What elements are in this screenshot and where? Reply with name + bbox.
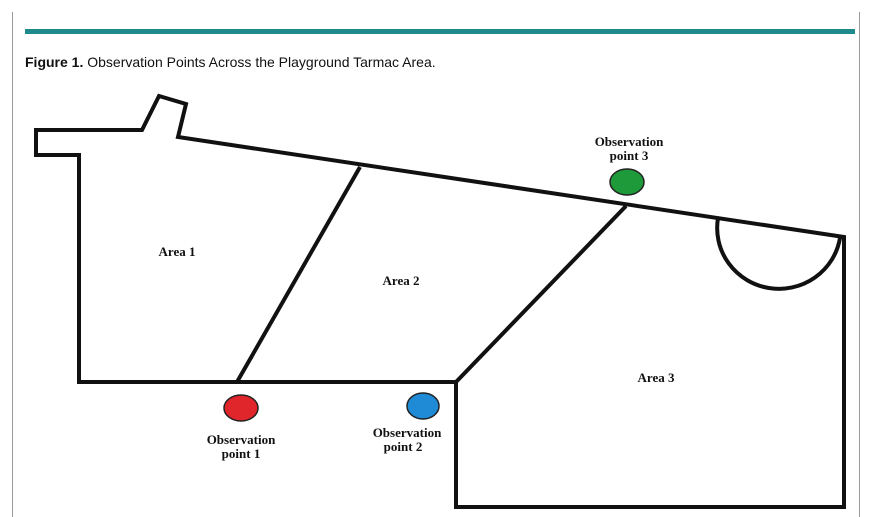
figure-frame	[12, 12, 860, 517]
observation-point-2-label-line2: point 2	[384, 439, 423, 454]
observation-point-3-marker	[609, 168, 645, 196]
figure-caption-text: Observation Points Across the Playground…	[87, 54, 436, 70]
figure-label: Figure 1.	[25, 54, 84, 70]
divider-area2-area3	[454, 204, 628, 384]
observation-point-1-label-line2: point 1	[222, 446, 261, 461]
observation-point-2-marker	[406, 392, 440, 420]
playground-outline	[34, 93, 846, 509]
figure-accent-bar	[25, 29, 855, 34]
area-2-label: Area 2	[383, 273, 420, 288]
area-3-label: Area 3	[638, 370, 675, 385]
court-semicircle	[715, 217, 842, 291]
observation-point-1-marker	[223, 394, 259, 422]
area-1-label: Area 1	[159, 244, 196, 259]
divider-area1-area2	[235, 166, 362, 383]
observation-point-3-label-line2: point 3	[610, 148, 649, 163]
observation-point-1-label-line1: Observation	[207, 432, 276, 447]
observation-point-2-label-line1: Observation	[373, 425, 442, 440]
observation-point-3-label-line1: Observation	[595, 134, 664, 149]
figure-caption: Figure 1. Observation Points Across the …	[25, 54, 855, 70]
